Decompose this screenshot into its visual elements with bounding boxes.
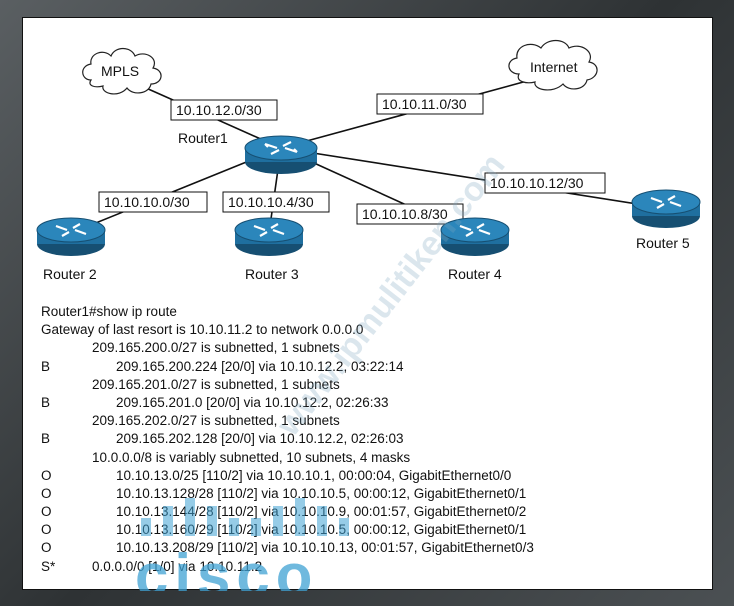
route-text: 10.10.13.144/28 [110/2] via 10.10.10.9, … [116,504,527,520]
route-line: 209.165.202.0/27 is subnetted, 1 subnets [41,412,701,430]
route-text: 0.0.0.0/0 [1/0] via 10.10.11.2 [92,558,263,574]
route-text: Gateway of last resort is 10.10.11.2 to … [41,322,364,338]
route-code: O [41,540,52,556]
route-line: B 209.165.202.128 [20/0] via 10.10.12.2, … [41,430,701,448]
route-code: S* [41,558,56,574]
route-line: O 10.10.13.128/28 [110/2] via 10.10.10.5,… [41,485,701,503]
cloud-mpls: MPLS [82,47,162,95]
router-icon [440,217,510,256]
route-line: Router1#show ip route [41,303,701,321]
router-icon [234,217,304,256]
route-text: 10.10.13.0/25 [110/2] via 10.10.10.1, 00… [116,467,512,483]
subnet-text-r3: 10.10.10.4/30 [228,194,314,210]
cloud-label-internet: Internet [530,59,578,75]
subnet-text-r5: 10.10.10.12/30 [490,175,584,191]
subnet-text-mpls: 10.10.12.0/30 [176,102,262,118]
subnet-text-r2: 10.10.10.0/30 [104,194,190,210]
route-line: S* 0.0.0.0/0 [1/0] via 10.10.11.2 [41,558,701,576]
route-text: 10.0.0.0/8 is variably subnetted, 10 sub… [92,449,411,465]
route-code: B [41,431,51,447]
route-line: 10.0.0.0/8 is variably subnetted, 10 sub… [41,449,701,467]
router-icon [244,135,318,174]
route-text: Router1#show ip route [41,304,177,319]
route-code: B [41,358,51,374]
route-text: 209.165.200.0/27 is subnetted, 1 subnets [92,340,340,356]
route-code: O [41,485,52,501]
cloud-internet: Internet [508,39,598,91]
route-text: 209.165.202.0/27 is subnetted, 1 subnets [92,413,340,429]
route-line: 209.165.201.0/27 is subnetted, 1 subnets [41,376,701,394]
subnet-label-r5: 10.10.10.12/30 [484,172,606,194]
route-text: 10.10.13.128/28 [110/2] via 10.10.10.5, … [116,485,527,501]
subnet-text-internet: 10.10.11.0/30 [382,96,467,112]
subnet-label-r2: 10.10.10.0/30 [98,191,208,213]
route-line: O 10.10.13.160/29 [110/2] via 10.10.10.5,… [41,521,701,539]
route-text: 10.10.13.160/29 [110/2] via 10.10.10.5, … [116,522,527,538]
network-topology-diagram: MPLS Internet 10.10.12.0/30 10.10.11.0/3… [36,39,701,282]
route-text: 209.165.201.0/27 is subnetted, 1 subnets [92,376,340,392]
route-line: O 10.10.13.208/29 [110/2] via 10.10.10.13… [41,539,701,557]
cloud-label-mpls: MPLS [101,63,139,79]
route-code: O [41,467,52,483]
subnet-label-internet: 10.10.11.0/30 [376,93,484,115]
route-line: Gateway of last resort is 10.10.11.2 to … [41,321,701,339]
router-label-r2: Router 2 [43,266,97,282]
subnet-label-r3: 10.10.10.4/30 [222,191,330,213]
router-icon [631,189,701,228]
router-label-r4: Router 4 [448,266,502,282]
route-text: 209.165.201.0 [20/0] via 10.10.12.2, 02:… [116,394,389,410]
route-code: O [41,522,52,538]
route-text: 10.10.13.208/29 [110/2] via 10.10.10.13,… [116,540,534,556]
subnet-label-mpls: 10.10.12.0/30 [170,99,278,121]
route-line: O 10.10.13.0/25 [110/2] via 10.10.10.1, 0… [41,467,701,485]
route-code: B [41,394,51,410]
route-line: O 10.10.13.144/28 [110/2] via 10.10.10.9,… [41,503,701,521]
router-icon [36,217,106,256]
route-line: 209.165.200.0/27 is subnetted, 1 subnets [41,339,701,357]
link-r1-r5 [280,147,664,209]
exhibit-panel: MPLS Internet 10.10.12.0/30 10.10.11.0/3… [22,17,713,591]
router-label-r1: Router1 [178,130,228,146]
router-label-r5: Router 5 [636,235,690,251]
subnet-label-r4: 10.10.10.8/30 [356,203,464,225]
route-line: B 209.165.201.0 [20/0] via 10.10.12.2, 02… [41,394,701,412]
route-code: O [41,504,52,520]
route-text: 209.165.202.128 [20/0] via 10.10.12.2, 0… [116,431,404,447]
route-line: B 209.165.200.224 [20/0] via 10.10.12.2, … [41,358,701,376]
router-label-r3: Router 3 [245,266,299,282]
route-text: 209.165.200.224 [20/0] via 10.10.12.2, 0… [116,358,404,374]
subnet-text-r4: 10.10.10.8/30 [362,206,448,222]
